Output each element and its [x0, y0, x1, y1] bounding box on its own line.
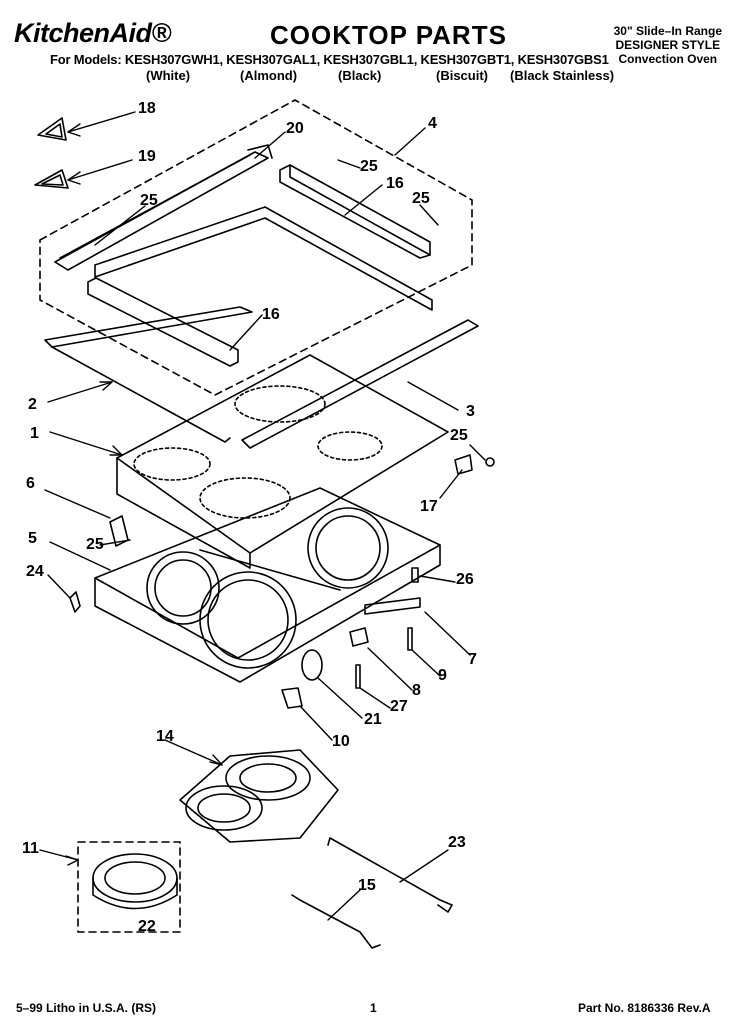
- callout-19: 19: [138, 148, 156, 165]
- part-21-plate: [301, 649, 323, 681]
- callout-11: 11: [22, 840, 39, 857]
- callout-1: 1: [30, 425, 39, 442]
- callout-20: 20: [286, 120, 304, 137]
- part-16-front-bar: [87, 277, 239, 367]
- callout-15: 15: [358, 877, 376, 894]
- callout-21: 21: [364, 711, 382, 728]
- callout-6: 6: [26, 475, 35, 492]
- part-9-screw: [407, 627, 413, 651]
- callout-24: 24: [26, 563, 44, 580]
- callout-4: 4: [428, 115, 437, 132]
- range-line-2: DESIGNER STYLE: [615, 38, 721, 52]
- part-10-switch: [281, 687, 303, 709]
- range-description: 30" Slide–In Range DESIGNER STYLE Convec…: [614, 24, 722, 66]
- part-17-bracket: [454, 454, 473, 475]
- callout-25-a: 25: [140, 192, 158, 209]
- footer-part-number: Part No. 8186336 Rev.A: [578, 1001, 711, 1015]
- part-19-icon: [34, 169, 69, 189]
- part-23-rod: [327, 837, 453, 913]
- range-line-1: 30" Slide–In Range: [613, 24, 722, 38]
- callout-26: 26: [456, 571, 474, 588]
- footer-page-number: 1: [370, 1001, 377, 1015]
- callout-5: 5: [28, 530, 37, 547]
- part-14-element-assembly: [179, 749, 339, 843]
- callout-8: 8: [412, 682, 421, 699]
- callout-25-e: 25: [86, 536, 104, 553]
- page-title: COOKTOP PARTS: [270, 20, 507, 50]
- assembly-4-outline: [39, 99, 473, 396]
- color-black: (Black): [338, 68, 382, 83]
- callout-14: 14: [156, 728, 174, 745]
- color-almond: (Almond): [240, 68, 298, 83]
- brand-logo: KitchenAid®: [14, 18, 171, 48]
- part-11-outline: [77, 841, 181, 933]
- part-18-icon: [37, 117, 67, 141]
- part-2-left-trim: [44, 306, 253, 348]
- color-black-stainless: (Black Stainless): [510, 68, 615, 83]
- color-biscuit: (Biscuit): [436, 68, 488, 83]
- callout-16-b: 16: [262, 306, 280, 323]
- callout-17: 17: [420, 498, 438, 515]
- part-7-bar: [364, 597, 421, 615]
- model-list: For Models: KESH307GWH1, KESH307GAL1, KE…: [50, 52, 609, 67]
- callout-25-c: 25: [412, 190, 430, 207]
- part-3-front-trim: [241, 319, 479, 449]
- callout-9: 9: [438, 667, 447, 684]
- callout-7: 7: [468, 651, 477, 668]
- part-24-clip: [69, 591, 81, 613]
- footer-litho: 5–99 Litho in U.S.A. (RS): [16, 1001, 157, 1015]
- part-1-glass-cooktop: [116, 354, 449, 554]
- callout-16-a: 16: [386, 175, 404, 192]
- callout-3: 3: [466, 403, 475, 420]
- part-20-rear-bar: [54, 151, 269, 271]
- color-white: (White): [146, 68, 191, 83]
- part-16-right-bar: [279, 164, 431, 259]
- callout-25-d: 25: [450, 427, 468, 444]
- callout-27: 27: [390, 698, 408, 715]
- callout-2: 2: [28, 396, 37, 413]
- callout-18: 18: [138, 100, 156, 117]
- callout-10: 10: [332, 733, 350, 750]
- part-26-screw: [411, 567, 419, 583]
- glass-frame: [94, 206, 433, 311]
- callout-25-b: 25: [360, 158, 378, 175]
- part-27-screw: [355, 664, 361, 689]
- part-15-rod: [291, 894, 381, 949]
- range-line-3: Convection Oven: [618, 52, 718, 66]
- callout-22: 22: [138, 918, 156, 935]
- callout-23: 23: [448, 834, 466, 851]
- part-8-block: [349, 627, 369, 647]
